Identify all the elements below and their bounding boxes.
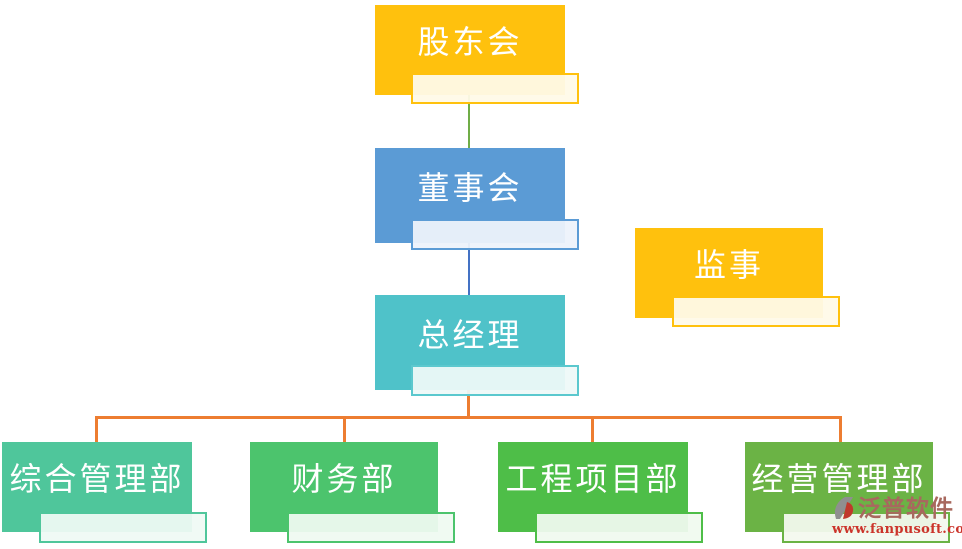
connector-gm-horizontal [95,416,842,419]
org-node-dept-engineering-projects-label: 工程项目部 [505,460,681,498]
connector-gm-stem [467,390,470,419]
org-node-general-manager-subbox [411,365,579,396]
org-node-dept-general-admin-label: 综合管理部 [9,460,185,498]
org-node-dept-engineering-projects-subbox [535,512,703,543]
org-node-board-label: 董事会 [417,168,523,207]
connector-board-general-manager [468,243,470,296]
connector-drop-general-admin [95,416,98,443]
watermark-url: www.fanpusoft.com [832,522,962,537]
org-node-shareholders-subbox [411,73,579,104]
org-node-supervisor-subbox [672,296,840,327]
watermark-brand: 泛普软件 [858,494,954,522]
connector-shareholders-board [468,95,470,149]
fanpu-logo-icon [834,497,854,519]
connector-drop-finance [343,416,346,443]
org-node-dept-operations-management-subbox [782,512,950,543]
org-node-dept-finance-subbox [287,512,455,543]
org-node-dept-finance-label: 财务部 [291,460,397,498]
org-node-shareholders-label: 股东会 [417,23,523,61]
org-node-board-subbox [411,219,579,250]
connector-drop-operations [839,416,842,443]
org-node-general-manager-label: 总经理 [417,315,523,354]
watermark: 泛普软件 www.fanpusoft.com [832,494,962,538]
org-node-dept-operations-management-label: 经营管理部 [751,460,927,498]
org-node-supervisor-label: 监事 [693,246,764,284]
org-node-dept-general-admin-subbox [39,512,207,543]
connector-drop-engineering [591,416,594,443]
